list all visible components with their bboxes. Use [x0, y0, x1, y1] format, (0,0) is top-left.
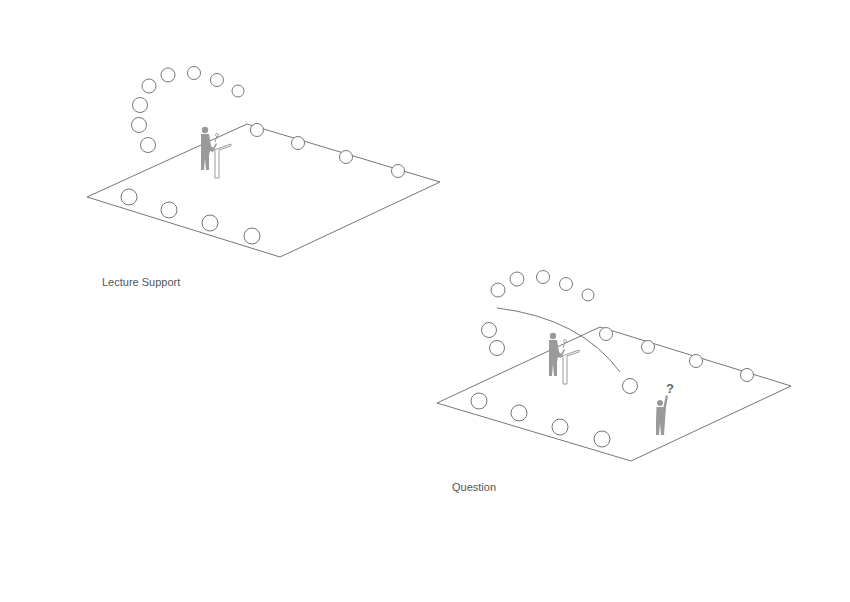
speaker-figure [201, 127, 231, 178]
asker-figure [656, 395, 668, 435]
speaker-figure [549, 333, 579, 384]
diagram-caption: Question [452, 481, 496, 494]
question-mark: ? [666, 381, 674, 397]
question-scene [437, 271, 791, 462]
lecture-scene [87, 67, 440, 258]
diagram-caption: Lecture Support [102, 276, 180, 289]
